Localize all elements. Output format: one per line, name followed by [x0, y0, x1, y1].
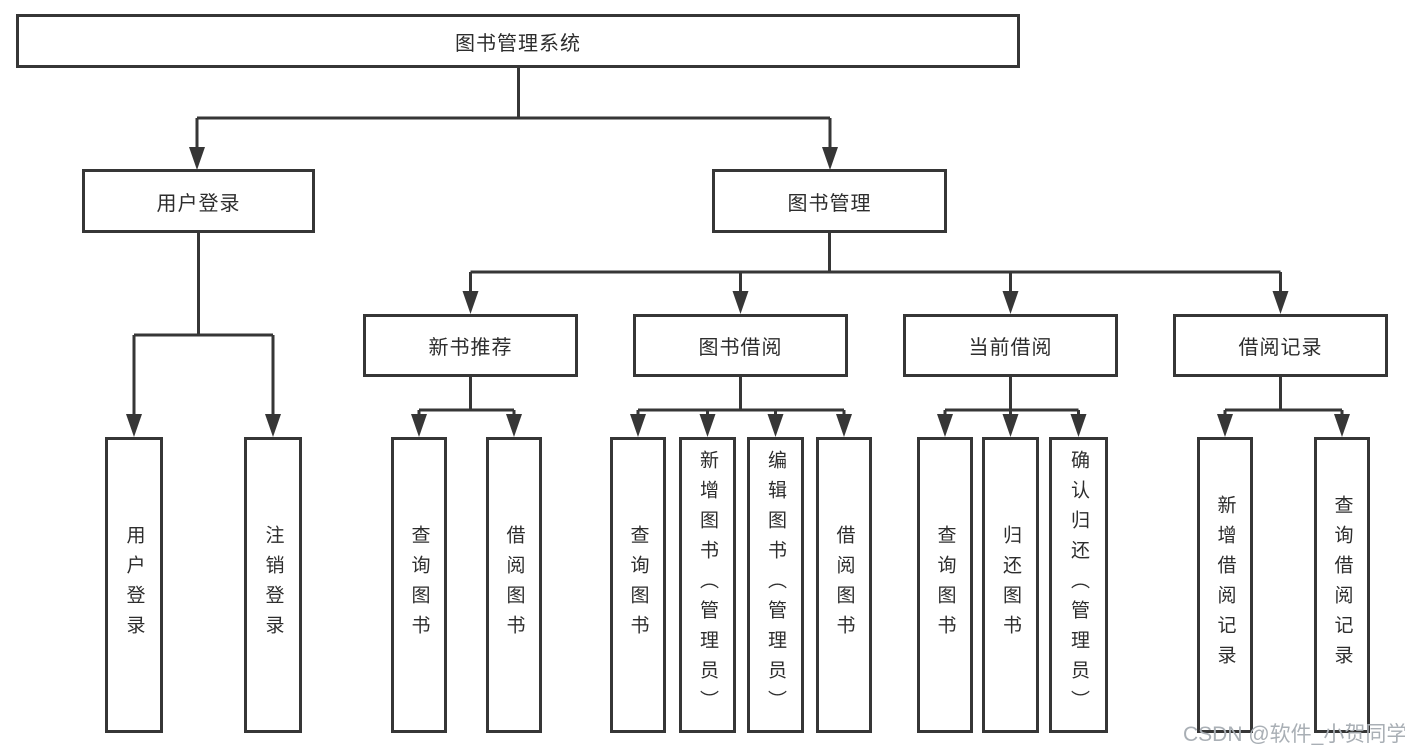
leaf-label: 新增图书（管理员） [697, 450, 718, 720]
leaf-label: 查询借阅记录 [1331, 495, 1353, 675]
leaf-logout: 注销登录 [244, 437, 302, 733]
leaf-label: 注销登录 [262, 525, 284, 645]
leaf-label: 确认归还（管理员） [1068, 450, 1089, 720]
leaf-label: 查询图书 [934, 525, 956, 645]
leaf-query-book-2: 查询图书 [610, 437, 666, 733]
leaf-confirm-return-admin: 确认归还（管理员） [1049, 437, 1108, 733]
leaf-borrow-book-1: 借阅图书 [486, 437, 542, 733]
leaf-label: 查询图书 [408, 525, 430, 645]
leaf-edit-book-admin: 编辑图书（管理员） [747, 437, 804, 733]
node-new-book-recommend: 新书推荐 [363, 314, 578, 377]
node-root-system: 图书管理系统 [16, 14, 1020, 68]
leaf-return-book: 归还图书 [982, 437, 1039, 733]
leaf-label: 新增借阅记录 [1214, 495, 1236, 675]
leaf-label: 用户登录 [123, 525, 145, 645]
leaf-label: 查询图书 [627, 525, 649, 645]
leaf-query-borrow-record: 查询借阅记录 [1314, 437, 1370, 733]
node-borrow-record: 借阅记录 [1173, 314, 1388, 377]
node-current-borrow: 当前借阅 [903, 314, 1118, 377]
leaf-add-book-admin: 新增图书（管理员） [679, 437, 736, 733]
watermark: CSDN @软件_小贺同学 [1183, 723, 1405, 746]
node-book-management: 图书管理 [712, 169, 947, 233]
leaf-query-book-1: 查询图书 [391, 437, 447, 733]
leaf-query-book-3: 查询图书 [917, 437, 973, 733]
leaf-add-borrow-record: 新增借阅记录 [1197, 437, 1253, 733]
node-book-borrow: 图书借阅 [633, 314, 848, 377]
leaf-label: 编辑图书（管理员） [765, 450, 786, 720]
arrowhead-icons [126, 147, 1350, 437]
leaf-label: 借阅图书 [503, 525, 525, 645]
leaf-label: 归还图书 [1000, 525, 1021, 645]
leaf-label: 借阅图书 [833, 525, 855, 645]
leaf-borrow-book-2: 借阅图书 [816, 437, 872, 733]
node-user-login: 用户登录 [82, 169, 315, 233]
leaf-user-login: 用户登录 [105, 437, 163, 733]
